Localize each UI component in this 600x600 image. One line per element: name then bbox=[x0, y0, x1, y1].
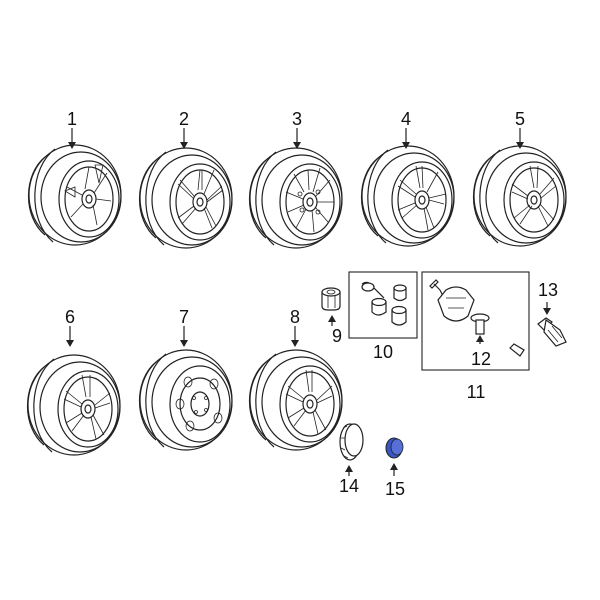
callout-11: 11 bbox=[467, 382, 486, 402]
wheel-lock-kit[interactable] bbox=[348, 271, 418, 339]
callout-10: 10 bbox=[373, 342, 393, 362]
wheel-3[interactable] bbox=[248, 128, 343, 249]
wheel-6[interactable] bbox=[26, 326, 121, 456]
tpms-valve-stem[interactable] bbox=[470, 313, 490, 344]
center-cap-insert-highlighted[interactable] bbox=[385, 437, 404, 476]
valve-stem[interactable] bbox=[537, 302, 567, 347]
wheel-2[interactable] bbox=[138, 128, 233, 249]
wheel-5[interactable] bbox=[472, 128, 567, 247]
center-cap[interactable] bbox=[339, 423, 364, 476]
callout-15: 15 bbox=[385, 479, 405, 499]
wheel-8[interactable] bbox=[248, 326, 343, 451]
wheel-1[interactable] bbox=[27, 128, 122, 246]
callout-5: 5 bbox=[515, 109, 525, 129]
wheel-4[interactable] bbox=[360, 128, 455, 247]
callout-13: 13 bbox=[538, 280, 558, 300]
callout-12: 12 bbox=[471, 349, 491, 369]
lug-nut[interactable] bbox=[321, 287, 341, 326]
callout-7: 7 bbox=[179, 307, 189, 327]
callout-1: 1 bbox=[67, 109, 77, 129]
callout-9: 9 bbox=[332, 326, 342, 346]
tpms-sensor-kit[interactable] bbox=[421, 271, 530, 371]
callout-6: 6 bbox=[65, 307, 75, 327]
callout-8: 8 bbox=[290, 307, 300, 327]
callout-2: 2 bbox=[179, 109, 189, 129]
callout-3: 3 bbox=[292, 109, 302, 129]
callout-14: 14 bbox=[339, 476, 359, 496]
callout-4: 4 bbox=[401, 109, 411, 129]
wheel-7-steel[interactable] bbox=[138, 326, 233, 451]
